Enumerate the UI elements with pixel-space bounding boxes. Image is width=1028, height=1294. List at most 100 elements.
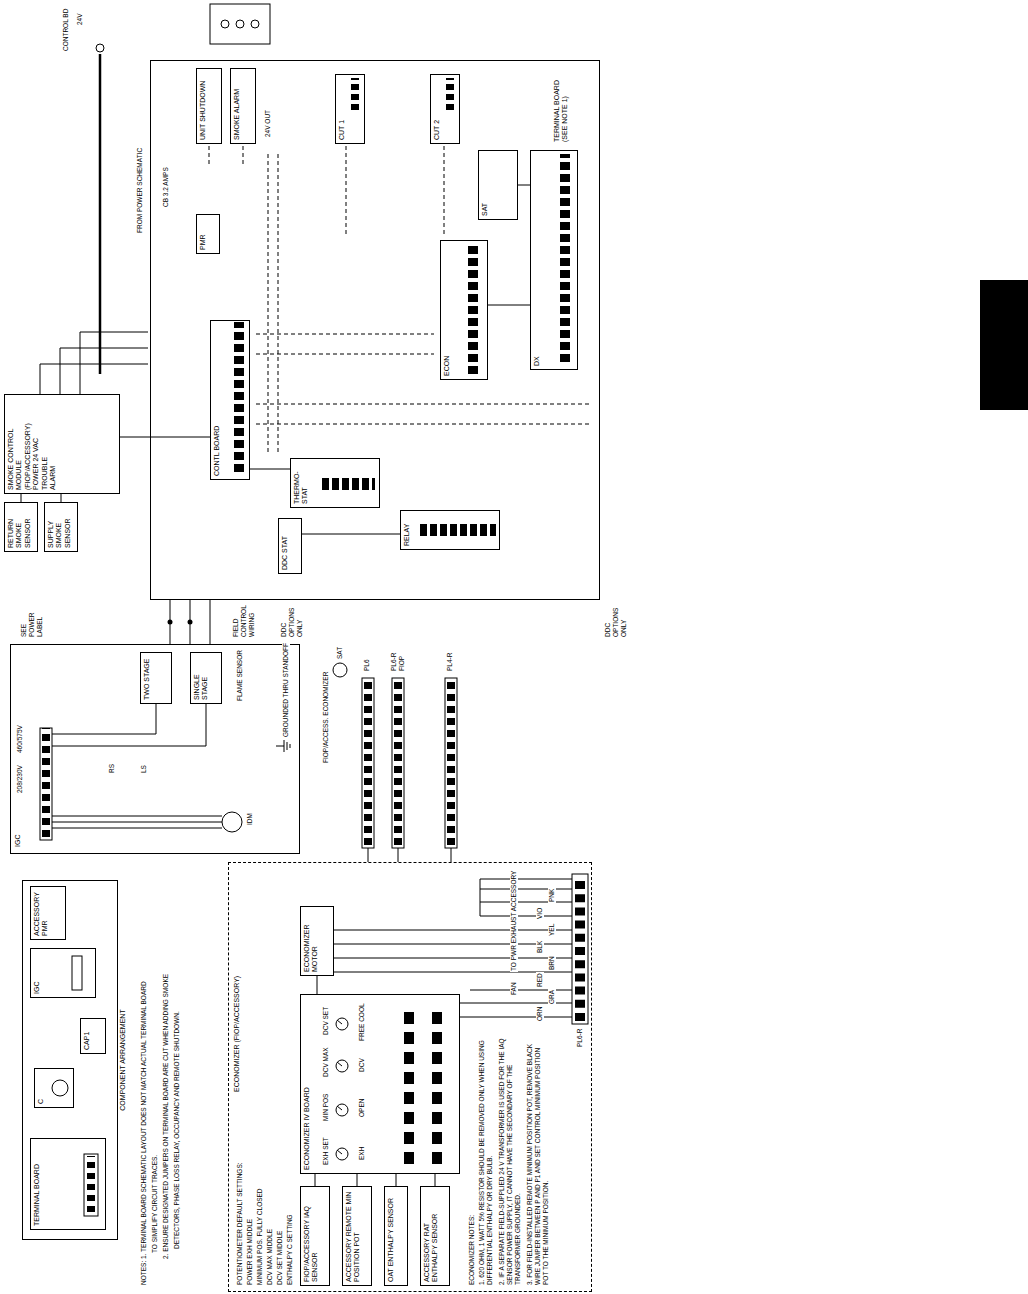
jumper-box: CUT 2	[430, 74, 460, 144]
knob-indicator	[337, 1020, 342, 1154]
connector-wire	[21, 494, 22, 502]
annotation-label: FROM POWER SCHEMATIC	[136, 147, 144, 234]
node-title: UNIT SHUTDOWN	[199, 81, 207, 140]
plug-wires	[368, 848, 451, 862]
connector-wire	[317, 976, 318, 994]
terminal-pins	[468, 244, 478, 374]
valve-box: TWO STAGE	[140, 652, 172, 704]
annotation-label: ENTHALPY C SETTING	[286, 1213, 294, 1286]
node-title: COMPONENT ARRANGEMENT	[119, 881, 127, 1239]
node-text: TROUBLE	[41, 457, 49, 490]
annotation-label: OPEN	[358, 1098, 366, 1118]
annotation-label: DDC OPTIONS ONLY	[604, 602, 627, 638]
plug-pins	[364, 678, 372, 845]
node-title: PMR	[199, 234, 207, 250]
node-title: SMOKE CONTROL MODULE (FIOP/ACCESSORY)	[7, 398, 32, 490]
annotation-label: 1. 620 OHM, 1 WATT 5% RESISTOR SHOULD BE…	[478, 1034, 494, 1286]
plug-housing	[392, 678, 404, 848]
dot-group	[168, 280, 1028, 625]
node-title: SMOKE ALARM	[233, 89, 241, 140]
node-title: RELAY	[403, 524, 411, 546]
annotation-label: RED	[536, 972, 544, 988]
annotation-label: BRN	[548, 955, 556, 971]
terminal-board-region: TERMINAL BOARD (SEE NOTE 1) CONTL BOARD DD…	[150, 60, 600, 600]
connector-wire	[120, 437, 210, 438]
field-wires	[170, 600, 210, 644]
connector-wire	[302, 534, 400, 535]
annotation-label: DCV SET MIDDLE	[276, 1230, 284, 1286]
connector-strip: SAT	[478, 150, 518, 220]
connector-wire	[396, 1174, 397, 1186]
connector-strip: CONTL BOARD	[210, 320, 250, 480]
annotation-label: SEE POWER LABEL	[20, 602, 43, 638]
annotation-label: GRA	[548, 989, 556, 1005]
annotation-label: NOTES: 1. TERMINAL BOARD SCHEMATIC LAYOU…	[140, 980, 148, 1286]
node-title: THERMO-STAT	[293, 462, 310, 504]
node-title: RETURN SMOKE SENSOR	[7, 506, 32, 548]
connector-strip: SMOKE ALARM	[230, 68, 256, 144]
node-title: DDC STAT	[281, 536, 289, 570]
board-traces	[209, 146, 592, 452]
annotation-label: FREE COOL	[358, 1002, 366, 1042]
relay-box: PMR	[196, 214, 220, 254]
sensor-symbol	[333, 663, 347, 677]
annotation-label: GROUNDED THRU STANDOFF	[282, 642, 290, 738]
node-title: CUT 2	[433, 120, 441, 140]
node-title: ECONOMIZER IV BOARD	[303, 1087, 311, 1170]
connector-wire	[518, 185, 530, 186]
annotation-label: CONTROL BD	[62, 8, 70, 52]
splice-dot	[168, 620, 173, 625]
node-title: ACCESSORY	[33, 892, 41, 936]
connector-strip: RELAY	[400, 510, 500, 550]
node-title: TWO STAGE	[143, 659, 151, 700]
terminal-pins	[322, 478, 375, 490]
node-title: ACCESSORY RAT ENTHALPY SENSOR	[423, 1190, 440, 1282]
node-title: CAP1	[83, 1032, 91, 1050]
sensor-box: FIOP/ACCESSORY IAQ SENSOR	[300, 1186, 330, 1286]
annotation-label: TO PWR EXHAUST ACCESSORY	[510, 870, 518, 972]
annotation-label: 460/575V	[16, 724, 24, 754]
relay-terminal	[221, 20, 229, 28]
node-title: TERMINAL BOARD (SEE NOTE 1)	[553, 61, 570, 143]
jumper-pins	[351, 78, 359, 110]
node-title: IGC	[14, 834, 22, 848]
terminal-pins	[42, 728, 50, 837]
annotation-label: 24V OUT	[264, 109, 272, 138]
annotation-label: PNK	[548, 888, 556, 903]
plug-pins	[394, 678, 402, 845]
plug-pins	[575, 876, 585, 1021]
economizer-wires	[334, 879, 572, 1017]
annotation-label: PL6-R	[576, 1028, 584, 1048]
annotation-label: EXH	[358, 1146, 366, 1161]
igc-board: IGC TWO STAGE SINGLE STAGE	[10, 644, 300, 854]
annotation-label: 208/230V	[16, 764, 24, 794]
annotation-label: 2. ENSURE DESIGNATED JUMPERS ON TERMINAL…	[162, 973, 170, 1260]
connector-strip: THERMO-STAT	[290, 458, 380, 508]
node-text: PMR	[41, 920, 49, 936]
annotation-label: ORN	[536, 1006, 544, 1022]
annotation-label: FLAME SENSOR	[236, 649, 244, 702]
contactor-box: C	[34, 1068, 74, 1108]
connector-strip: ECON	[440, 240, 488, 380]
annotation-label: LS	[140, 764, 148, 774]
node-title: ACCESSORY REMOTE MIN POSITION POT	[345, 1190, 362, 1282]
contactor-symbol	[52, 1080, 68, 1096]
relay-outline	[210, 4, 270, 44]
node-title: DX	[533, 356, 541, 366]
node-title: TERMINAL BOARD	[33, 1164, 41, 1226]
annotation-label: FAN	[510, 981, 518, 996]
relay-terminal	[236, 20, 244, 28]
node-title: SINGLE STAGE	[193, 656, 210, 700]
smoke-module-box: SMOKE CONTROL MODULE (FIOP/ACCESSORY)POW…	[4, 394, 120, 494]
annotation-label: PL6-R FIOP	[390, 642, 406, 672]
annotation-label: YEL	[548, 923, 556, 937]
connector-strip: UNIT SHUTDOWN	[196, 68, 222, 144]
board-outline	[72, 956, 82, 990]
sensor-box: ACCESSORY RAT ENTHALPY SENSOR	[420, 1186, 450, 1286]
node-title: CONTL BOARD	[213, 426, 221, 476]
annotation-label: BLK	[536, 940, 544, 954]
connector-wire	[488, 305, 530, 306]
terminal-board-box: TERMINAL BOARD	[30, 1138, 106, 1230]
motor-box: ECONOMIZER MOTOR	[300, 906, 334, 976]
